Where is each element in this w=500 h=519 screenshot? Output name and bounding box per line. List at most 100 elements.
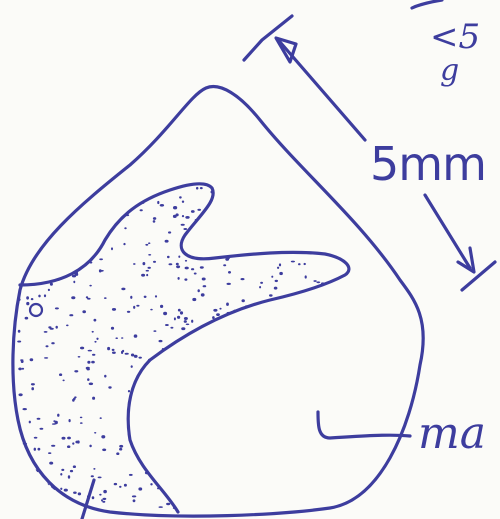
- stipple-dot: [117, 199, 121, 201]
- stipple-dot: [181, 327, 185, 330]
- stipple-dot: [104, 297, 107, 299]
- stipple-dot: [22, 192, 26, 195]
- stipple-dot: [64, 183, 68, 186]
- stipple-dot: [15, 235, 18, 238]
- stipple-dot: [103, 498, 107, 500]
- stipple-dot: [157, 403, 161, 406]
- stipple-fill: [8, 179, 356, 516]
- stipple-dot: [181, 224, 185, 226]
- stipple-dot: [209, 223, 212, 225]
- stipple-dot: [131, 365, 133, 368]
- stipple-dot: [227, 283, 231, 285]
- stipple-dot: [89, 445, 91, 448]
- stipple-dot: [136, 424, 139, 427]
- stipple-dot: [50, 243, 53, 245]
- stipple-dot: [183, 434, 186, 436]
- stipple-dot: [274, 423, 277, 425]
- stipple-dot: [66, 179, 70, 182]
- stipple-dot: [74, 370, 78, 372]
- stipple-dot: [131, 354, 134, 357]
- stipple-dot: [241, 510, 244, 512]
- stipple-dot: [167, 256, 170, 258]
- stipple-dot: [44, 357, 48, 359]
- stipple-dot: [153, 450, 156, 453]
- stipple-dot: [204, 505, 208, 507]
- stipple-dot: [252, 184, 254, 186]
- stipple-dot: [144, 296, 147, 298]
- stipple-dot: [234, 349, 238, 351]
- stipple-dot: [71, 236, 75, 238]
- stipple-dot: [8, 342, 11, 344]
- stipple-dot: [17, 457, 20, 460]
- stipple-dot: [213, 224, 216, 227]
- stipple-dot: [15, 242, 18, 244]
- stipple-dot: [173, 215, 177, 218]
- stipple-dot: [341, 447, 345, 449]
- stipple-dot: [173, 206, 177, 209]
- stipple-dot: [111, 247, 113, 250]
- stipple-dot: [168, 231, 171, 233]
- stipple-dot: [218, 477, 221, 479]
- stipple-dot: [216, 494, 218, 497]
- stipple-dot: [148, 267, 151, 269]
- stipple-dot: [191, 495, 193, 497]
- stipple-dot: [63, 380, 65, 382]
- stipple-dot: [92, 397, 95, 400]
- stipple-dot: [134, 355, 138, 358]
- stipple-dot: [340, 330, 344, 332]
- stipple-dot: [48, 289, 50, 291]
- stipple-dot: [22, 368, 24, 370]
- stipple-dot: [46, 484, 49, 487]
- stipple-dot: [256, 428, 259, 430]
- stipple-dot: [282, 187, 285, 189]
- stipple-dot: [207, 369, 209, 371]
- stipple-dot: [35, 216, 37, 218]
- stipple-dot: [150, 309, 152, 311]
- stipple-dot: [330, 285, 333, 287]
- stipple-dot: [157, 487, 159, 489]
- stipple-dot: [271, 276, 273, 278]
- stipple-dot: [240, 180, 242, 183]
- stipple-dot: [219, 203, 223, 206]
- stipple-dot: [304, 348, 308, 350]
- stipple-dot: [48, 326, 51, 328]
- stipple-dot: [237, 444, 241, 446]
- stipple-dot: [239, 204, 243, 207]
- stipple-dot: [236, 501, 240, 503]
- stipple-dot: [335, 444, 338, 446]
- stipple-dot: [270, 421, 273, 424]
- stipple-dot: [269, 294, 273, 296]
- stipple-dot: [338, 288, 341, 290]
- stipple-dot: [80, 417, 83, 419]
- stipple-dot: [57, 414, 59, 417]
- stipple-dot: [316, 404, 319, 407]
- stipple-dot: [67, 437, 71, 440]
- stipple-dot: [167, 490, 171, 492]
- stipple-dot: [164, 469, 167, 471]
- stipple-dot: [30, 358, 34, 361]
- stipple-dot: [229, 398, 231, 401]
- stipple-dot: [82, 310, 86, 313]
- stipple-dot: [213, 309, 217, 312]
- stipple-dot: [273, 401, 276, 404]
- stipple-dot: [306, 370, 309, 372]
- stipple-dot: [148, 242, 150, 244]
- stipple-dot: [58, 250, 61, 252]
- stipple-dot: [346, 239, 350, 241]
- stipple-dot: [165, 324, 169, 326]
- stipple-dot: [193, 457, 197, 459]
- stipple-dot: [179, 196, 182, 198]
- stipple-dot: [21, 360, 24, 363]
- stipple-dot: [249, 250, 252, 252]
- stipple-dot: [67, 192, 69, 194]
- stipple-dot: [100, 417, 102, 419]
- stipple-dot: [166, 471, 169, 473]
- stipple-dot: [18, 485, 22, 488]
- stipple-dot: [331, 180, 334, 182]
- stipple-dot: [278, 411, 280, 414]
- stipple-dot: [96, 338, 98, 340]
- stipple-dot: [86, 367, 90, 370]
- stipple-dot: [260, 215, 264, 218]
- stipple-dot: [214, 227, 218, 230]
- outer-outline: [13, 87, 423, 517]
